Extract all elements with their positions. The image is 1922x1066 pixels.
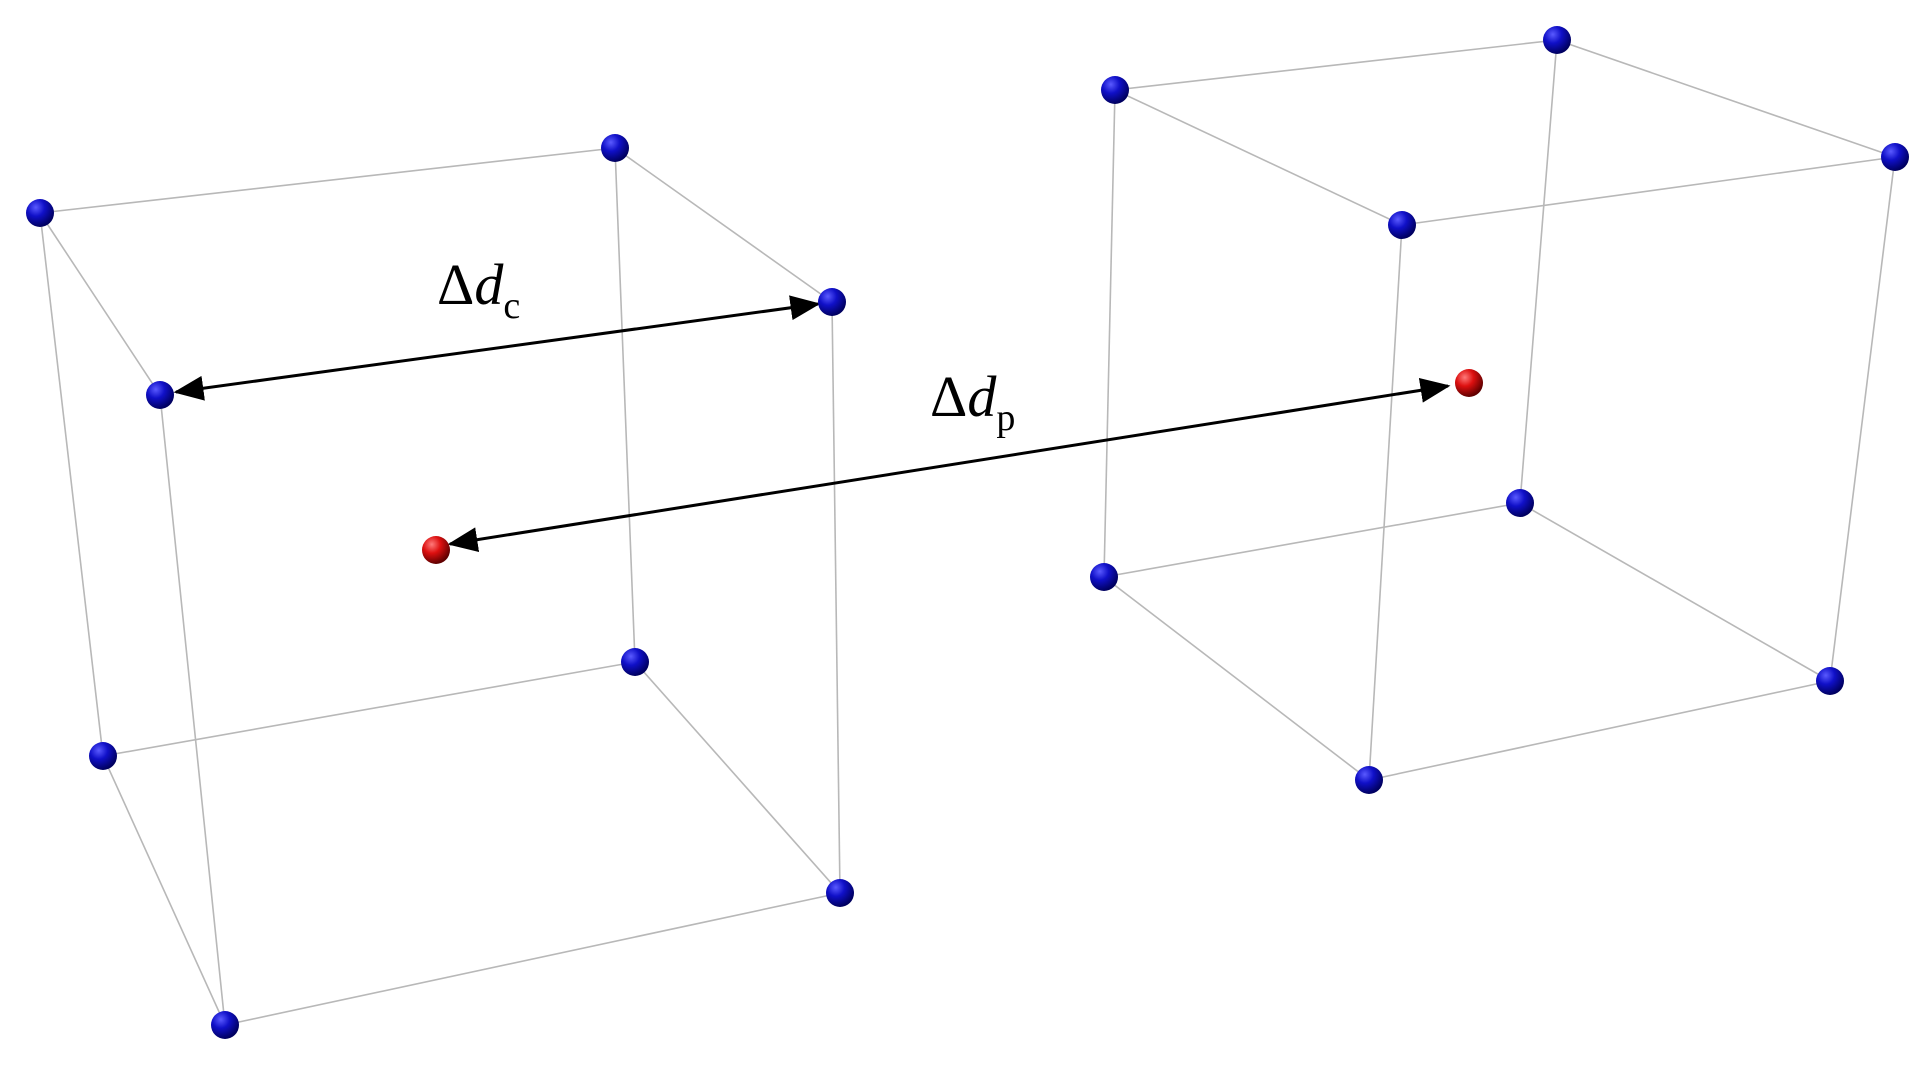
- corner-atom: [1388, 211, 1416, 239]
- left-cube-edge: [102, 755, 226, 1026]
- right-cube-edge: [1556, 39, 1896, 158]
- left-cube-edge: [39, 212, 104, 757]
- left-cube-edge: [224, 892, 841, 1026]
- delta-symbol: Δ: [437, 252, 475, 317]
- right-cube-edge: [1368, 680, 1831, 781]
- delta-symbol: Δ: [930, 364, 968, 429]
- right-cube-edge: [1519, 39, 1558, 504]
- corner-atom: [146, 381, 174, 409]
- distance-variable: d: [967, 364, 997, 429]
- corner-atom: [26, 199, 54, 227]
- corner-atom: [1355, 766, 1383, 794]
- cell-distance-label: Δdc: [437, 256, 520, 326]
- right-cube-edge: [1103, 502, 1521, 578]
- right-cube-edge: [1103, 89, 1116, 578]
- left-cube-edge: [634, 661, 841, 894]
- corner-atom: [89, 742, 117, 770]
- left-cube-edge: [159, 394, 226, 1026]
- corner-atom: [1090, 563, 1118, 591]
- right-cube-edge: [1368, 224, 1403, 781]
- left-cube-atoms: [26, 134, 854, 1039]
- left-cube-edge: [39, 147, 616, 214]
- right-cube-edge: [1103, 576, 1370, 781]
- corner-atom: [1816, 667, 1844, 695]
- left-cube-edge: [102, 661, 636, 757]
- right-cube-edges: [1103, 39, 1896, 781]
- distance-subscript: p: [996, 397, 1016, 439]
- corner-atom: [1101, 76, 1129, 104]
- cell-distance-arrow: [173, 295, 821, 401]
- right-cube-edge: [1519, 502, 1831, 682]
- left-cube-edge: [614, 147, 636, 663]
- distance-variable: d: [474, 252, 504, 317]
- corner-atom: [621, 648, 649, 676]
- left-cube-edge: [614, 147, 833, 303]
- right-cube-edge: [1829, 156, 1896, 682]
- distance-subscript: c: [503, 285, 521, 327]
- center-atom: [1455, 369, 1483, 397]
- right-cube-atoms: [1090, 26, 1909, 794]
- center-atom: [422, 536, 450, 564]
- corner-atom: [826, 879, 854, 907]
- left-cube-edge: [831, 301, 841, 894]
- corner-atom: [1881, 143, 1909, 171]
- corner-atom: [1506, 489, 1534, 517]
- particle-distance-label: Δdp: [930, 368, 1015, 438]
- left-cube-edge: [39, 212, 161, 396]
- corner-atom: [818, 288, 846, 316]
- right-cube-edge: [1401, 156, 1896, 226]
- right-cube-edge: [1114, 89, 1403, 226]
- particle-distance-arrow: [447, 377, 1451, 553]
- right-cube-edge: [1114, 39, 1558, 91]
- corner-atom: [1543, 26, 1571, 54]
- corner-atom: [601, 134, 629, 162]
- corner-atom: [211, 1011, 239, 1039]
